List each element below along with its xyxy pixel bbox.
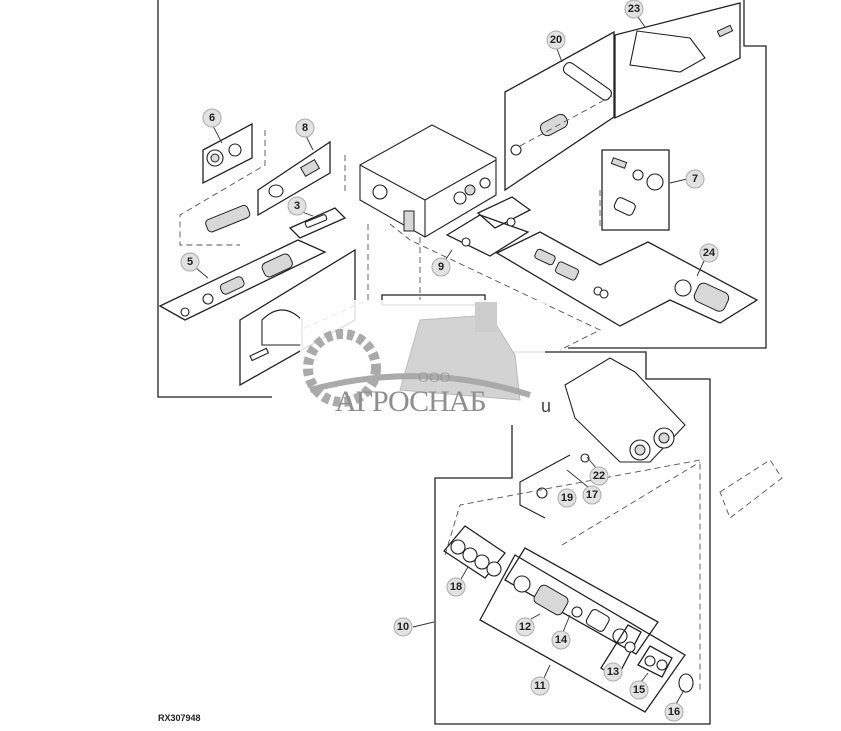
- lower-assembly-frame: [434, 351, 711, 725]
- svg-text:13: 13: [607, 666, 619, 678]
- svg-text:7: 7: [692, 173, 698, 185]
- callout-11: 11: [530, 676, 550, 696]
- svg-text:10: 10: [397, 621, 409, 633]
- svg-text:14: 14: [555, 634, 568, 646]
- reference-code: RX307948: [158, 713, 201, 723]
- callout-20: 20: [546, 30, 566, 50]
- callout-13: 13: [603, 662, 623, 682]
- callout-18: 18: [446, 577, 466, 597]
- callout-6: 6: [202, 108, 222, 128]
- svg-text:20: 20: [550, 34, 562, 46]
- box-item-6: [202, 122, 253, 185]
- combine-harvester-icon: [303, 302, 531, 407]
- callout-3: 3: [287, 196, 307, 216]
- svg-text:9: 9: [438, 261, 444, 273]
- callout-23: 23: [624, 0, 644, 19]
- svg-text:24: 24: [703, 247, 716, 259]
- svg-text:11: 11: [534, 680, 546, 692]
- callout-5: 5: [180, 252, 200, 272]
- box-item-3: [288, 207, 347, 239]
- watermark-company-name: АГРОСНАБ: [335, 385, 487, 418]
- box-item-15: [637, 645, 673, 678]
- watermark-logo: [300, 300, 545, 425]
- watermark-prefix: ООО: [418, 370, 451, 386]
- callout-24: 24: [699, 243, 719, 263]
- svg-text:15: 15: [633, 684, 645, 696]
- svg-text:22: 22: [593, 470, 605, 482]
- valve-housing-upper: [359, 124, 497, 238]
- svg-text:19: 19: [561, 492, 573, 504]
- svg-text:17: 17: [586, 489, 598, 501]
- valve-housing-lower: [564, 357, 686, 463]
- callout-7: 7: [685, 169, 705, 189]
- svg-text:3: 3: [294, 200, 300, 212]
- svg-text:8: 8: [302, 122, 308, 134]
- box-item-11-inner: [504, 547, 659, 655]
- svg-text:12: 12: [519, 621, 531, 633]
- box-item-20: [504, 30, 615, 192]
- callout-17: 17: [582, 485, 602, 505]
- box-item-7: [601, 149, 670, 231]
- callout-10: 10: [393, 617, 413, 637]
- box-item-9: [445, 214, 530, 257]
- external-component: [719, 459, 783, 519]
- svg-text:16: 16: [668, 706, 680, 718]
- svg-text:23: 23: [628, 3, 640, 15]
- upper-assembly-frame-right: [568, 0, 767, 349]
- callout-12: 12: [515, 617, 535, 637]
- callout-15: 15: [629, 680, 649, 700]
- box-item-18: [443, 525, 506, 579]
- watermark-suffix: u: [541, 396, 552, 416]
- svg-text:18: 18: [450, 581, 462, 593]
- svg-text:6: 6: [209, 112, 215, 124]
- callout-22: 22: [589, 466, 609, 486]
- box-item-23: [614, 2, 741, 120]
- box-item-5: [158, 239, 327, 321]
- svg-text:5: 5: [187, 256, 193, 268]
- box-item-11: [479, 554, 686, 713]
- callout-14: 14: [551, 630, 571, 650]
- callout-19: 19: [557, 488, 577, 508]
- callout-8: 8: [295, 118, 315, 138]
- box-item-24: [495, 231, 759, 327]
- upper-assembly-frame: [157, 0, 272, 398]
- callout-16: 16: [664, 702, 684, 722]
- box-item-8: [257, 140, 331, 217]
- callout-9: 9: [431, 257, 451, 277]
